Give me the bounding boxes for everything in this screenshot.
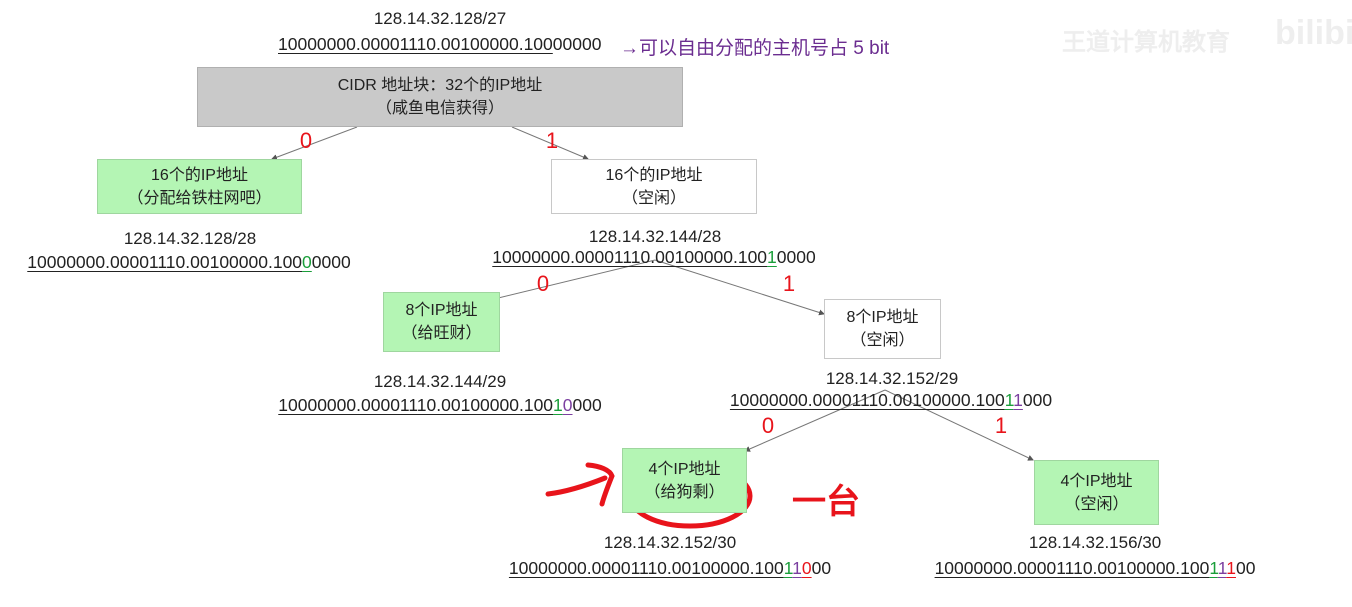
block-16-free: 16个的IP地址 （空闲） bbox=[551, 159, 757, 214]
box-title: CIDR 地址块：32个的IP地址 bbox=[337, 77, 543, 94]
block-8-allocated: 8个IP地址 （给旺财） bbox=[383, 292, 500, 352]
block-4-free: 4个IP地址 （空闲） bbox=[1034, 460, 1159, 525]
subnet-bit-1: 1 bbox=[783, 558, 793, 578]
watermark: 王道计算机教育 bbox=[1062, 29, 1230, 56]
edge-l1-left bbox=[489, 259, 656, 302]
edge-l2-left bbox=[744, 389, 886, 452]
subnet-bit-3: 1 bbox=[1226, 558, 1236, 578]
host-bits: 0000 bbox=[311, 252, 351, 272]
edge-l2-right bbox=[884, 389, 1034, 461]
subnet-bit-2: 1 bbox=[1013, 390, 1023, 410]
host-bits: 000 bbox=[572, 395, 602, 415]
box-owner: （空闲） bbox=[850, 332, 915, 349]
box-owner: （空闲） bbox=[621, 189, 686, 207]
l1-right-binary: 10000000.00001110.00100000.10010000 bbox=[492, 247, 815, 268]
box-owner: （咸鱼电信获得） bbox=[375, 100, 504, 117]
l1-left-ip: 128.14.32.128/28 bbox=[123, 229, 257, 248]
root-ip: 128.14.32.128/27 bbox=[373, 9, 507, 28]
edge-label-0: 0 bbox=[299, 128, 313, 153]
block-4-allocated: 4个IP地址 （给狗剩） bbox=[622, 448, 747, 513]
l2-right-ip: 128.14.32.152/29 bbox=[825, 369, 959, 388]
box-title: 8个IP地址 bbox=[846, 309, 919, 326]
host-bits: 000 bbox=[1022, 390, 1053, 410]
network-bits: 10000000.00001110.00100000.100 bbox=[27, 252, 303, 272]
l1-right-ip: 128.14.32.144/28 bbox=[588, 227, 722, 246]
subnet-bit-1: 1 bbox=[553, 395, 563, 415]
network-bits: 10000000.00001110.00100000.100 bbox=[729, 390, 1005, 410]
network-bits: 10000000.00001110.00100000.100 bbox=[278, 395, 554, 415]
box-title: 16个的IP地址 bbox=[605, 166, 703, 184]
l3-right-binary: 10000000.00001110.00100000.10011100 bbox=[935, 558, 1256, 579]
network-bits: 10000000.00001110.00100000.100 bbox=[934, 558, 1210, 578]
box-title: 4个IP地址 bbox=[648, 460, 721, 478]
bilibili-logo: bilibili bbox=[1275, 14, 1352, 52]
l3-left-binary: 10000000.00001110.00100000.10011000 bbox=[509, 558, 831, 579]
host-bits: 00000 bbox=[552, 34, 602, 54]
box-title: 8个IP地址 bbox=[405, 302, 478, 319]
subnet-bit-3: 0 bbox=[801, 558, 812, 578]
edge-root-right bbox=[511, 126, 589, 160]
box-owner: （给旺财） bbox=[401, 325, 482, 342]
edge-l1-right bbox=[654, 259, 825, 316]
handwritten-note: 一台 bbox=[792, 483, 860, 521]
root-binary: 10000000.00001110.00100000.10000000 bbox=[278, 34, 601, 55]
subnet-bit-1: 1 bbox=[1004, 390, 1014, 410]
network-bits: 10000000.00001110.00100000.100 bbox=[278, 34, 553, 54]
subnet-bit-1: 1 bbox=[1209, 558, 1218, 578]
box-owner: （分配给铁柱网吧） bbox=[127, 189, 272, 207]
subnet-bit-1: 1 bbox=[767, 247, 777, 267]
hand-arrow-icon bbox=[545, 462, 615, 507]
edge-label-0: 0 bbox=[536, 271, 550, 296]
edge-label-0: 0 bbox=[761, 413, 775, 438]
host-bits: 0000 bbox=[776, 247, 816, 267]
block-16-allocated: 16个的IP地址 （分配给铁柱网吧） bbox=[97, 159, 302, 214]
network-bits: 10000000.00001110.00100000.100 bbox=[508, 558, 784, 578]
l2-left-ip: 128.14.32.144/29 bbox=[373, 372, 507, 391]
host-bits: 00 bbox=[811, 558, 832, 578]
root-block-box: CIDR 地址块：32个的IP地址 （咸鱼电信获得） bbox=[197, 67, 683, 127]
box-title: 4个IP地址 bbox=[1060, 472, 1133, 490]
box-owner: （空闲） bbox=[1064, 495, 1129, 513]
l2-left-binary: 10000000.00001110.00100000.10010000 bbox=[278, 395, 601, 416]
subnet-bit-2: 1 bbox=[792, 558, 802, 578]
edge-label-1: 1 bbox=[782, 271, 796, 296]
network-bits: 10000000.00001110.00100000.100 bbox=[492, 247, 768, 267]
subnet-bit-2: 0 bbox=[562, 395, 573, 415]
subnet-bit-1: 0 bbox=[302, 252, 312, 272]
block-8-free: 8个IP地址 （空闲） bbox=[824, 299, 941, 359]
subnet-bit-2: 1 bbox=[1217, 558, 1227, 578]
box-owner: （给狗剩） bbox=[644, 483, 725, 501]
l1-left-binary: 10000000.00001110.00100000.10000000 bbox=[27, 252, 350, 273]
l3-right-ip: 128.14.32.156/30 bbox=[1028, 533, 1162, 552]
host-bits: 00 bbox=[1235, 558, 1256, 578]
l3-left-ip: 128.14.32.152/30 bbox=[603, 533, 737, 552]
host-bits-note: →可以自由分配的主机号占 5 bit bbox=[620, 38, 890, 59]
edge-label-1: 1 bbox=[545, 128, 559, 153]
box-title: 16个的IP地址 bbox=[151, 166, 248, 184]
l2-right-binary: 10000000.00001110.00100000.10011000 bbox=[730, 390, 1052, 411]
edge-root-left bbox=[271, 126, 358, 161]
edge-label-1: 1 bbox=[994, 413, 1008, 438]
